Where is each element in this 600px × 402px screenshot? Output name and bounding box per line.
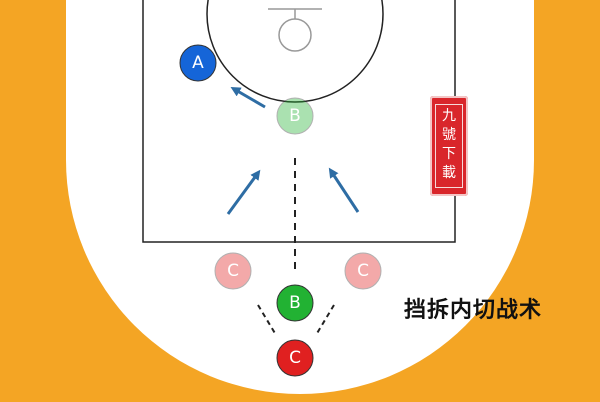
cut-arrow-left (226, 169, 261, 215)
cut-arrow-to-a (230, 86, 266, 109)
cut-arrow-right (328, 167, 360, 213)
player-marker (214, 252, 252, 290)
player-c-5: C (276, 339, 314, 377)
player-c-3: C (344, 252, 382, 290)
seal-text: 九號下載 (435, 104, 463, 188)
player-label: B (289, 293, 301, 313)
player-marker (344, 252, 382, 290)
players-layer: A B C C B C (179, 44, 382, 377)
player-label: C (289, 348, 301, 368)
player-b-4: B (276, 284, 314, 322)
player-marker (179, 44, 217, 82)
player-label: B (289, 106, 301, 126)
pass-line-right (315, 304, 335, 336)
player-label: C (227, 261, 239, 281)
seal-stamp: 九號下載 (430, 96, 468, 196)
player-a-0: A (179, 44, 217, 82)
pass-line-left (257, 304, 277, 336)
player-marker (276, 339, 314, 377)
player-c-2: C (214, 252, 252, 290)
player-label: C (357, 261, 369, 281)
player-marker (276, 284, 314, 322)
center-circle (206, 0, 384, 103)
player-b-1: B (276, 97, 314, 135)
diagram-caption: 挡拆内切战术 (404, 298, 543, 323)
hoop-ring (278, 18, 312, 52)
player-label: A (192, 53, 204, 73)
court-floor (66, 0, 534, 394)
player-marker (276, 97, 314, 135)
